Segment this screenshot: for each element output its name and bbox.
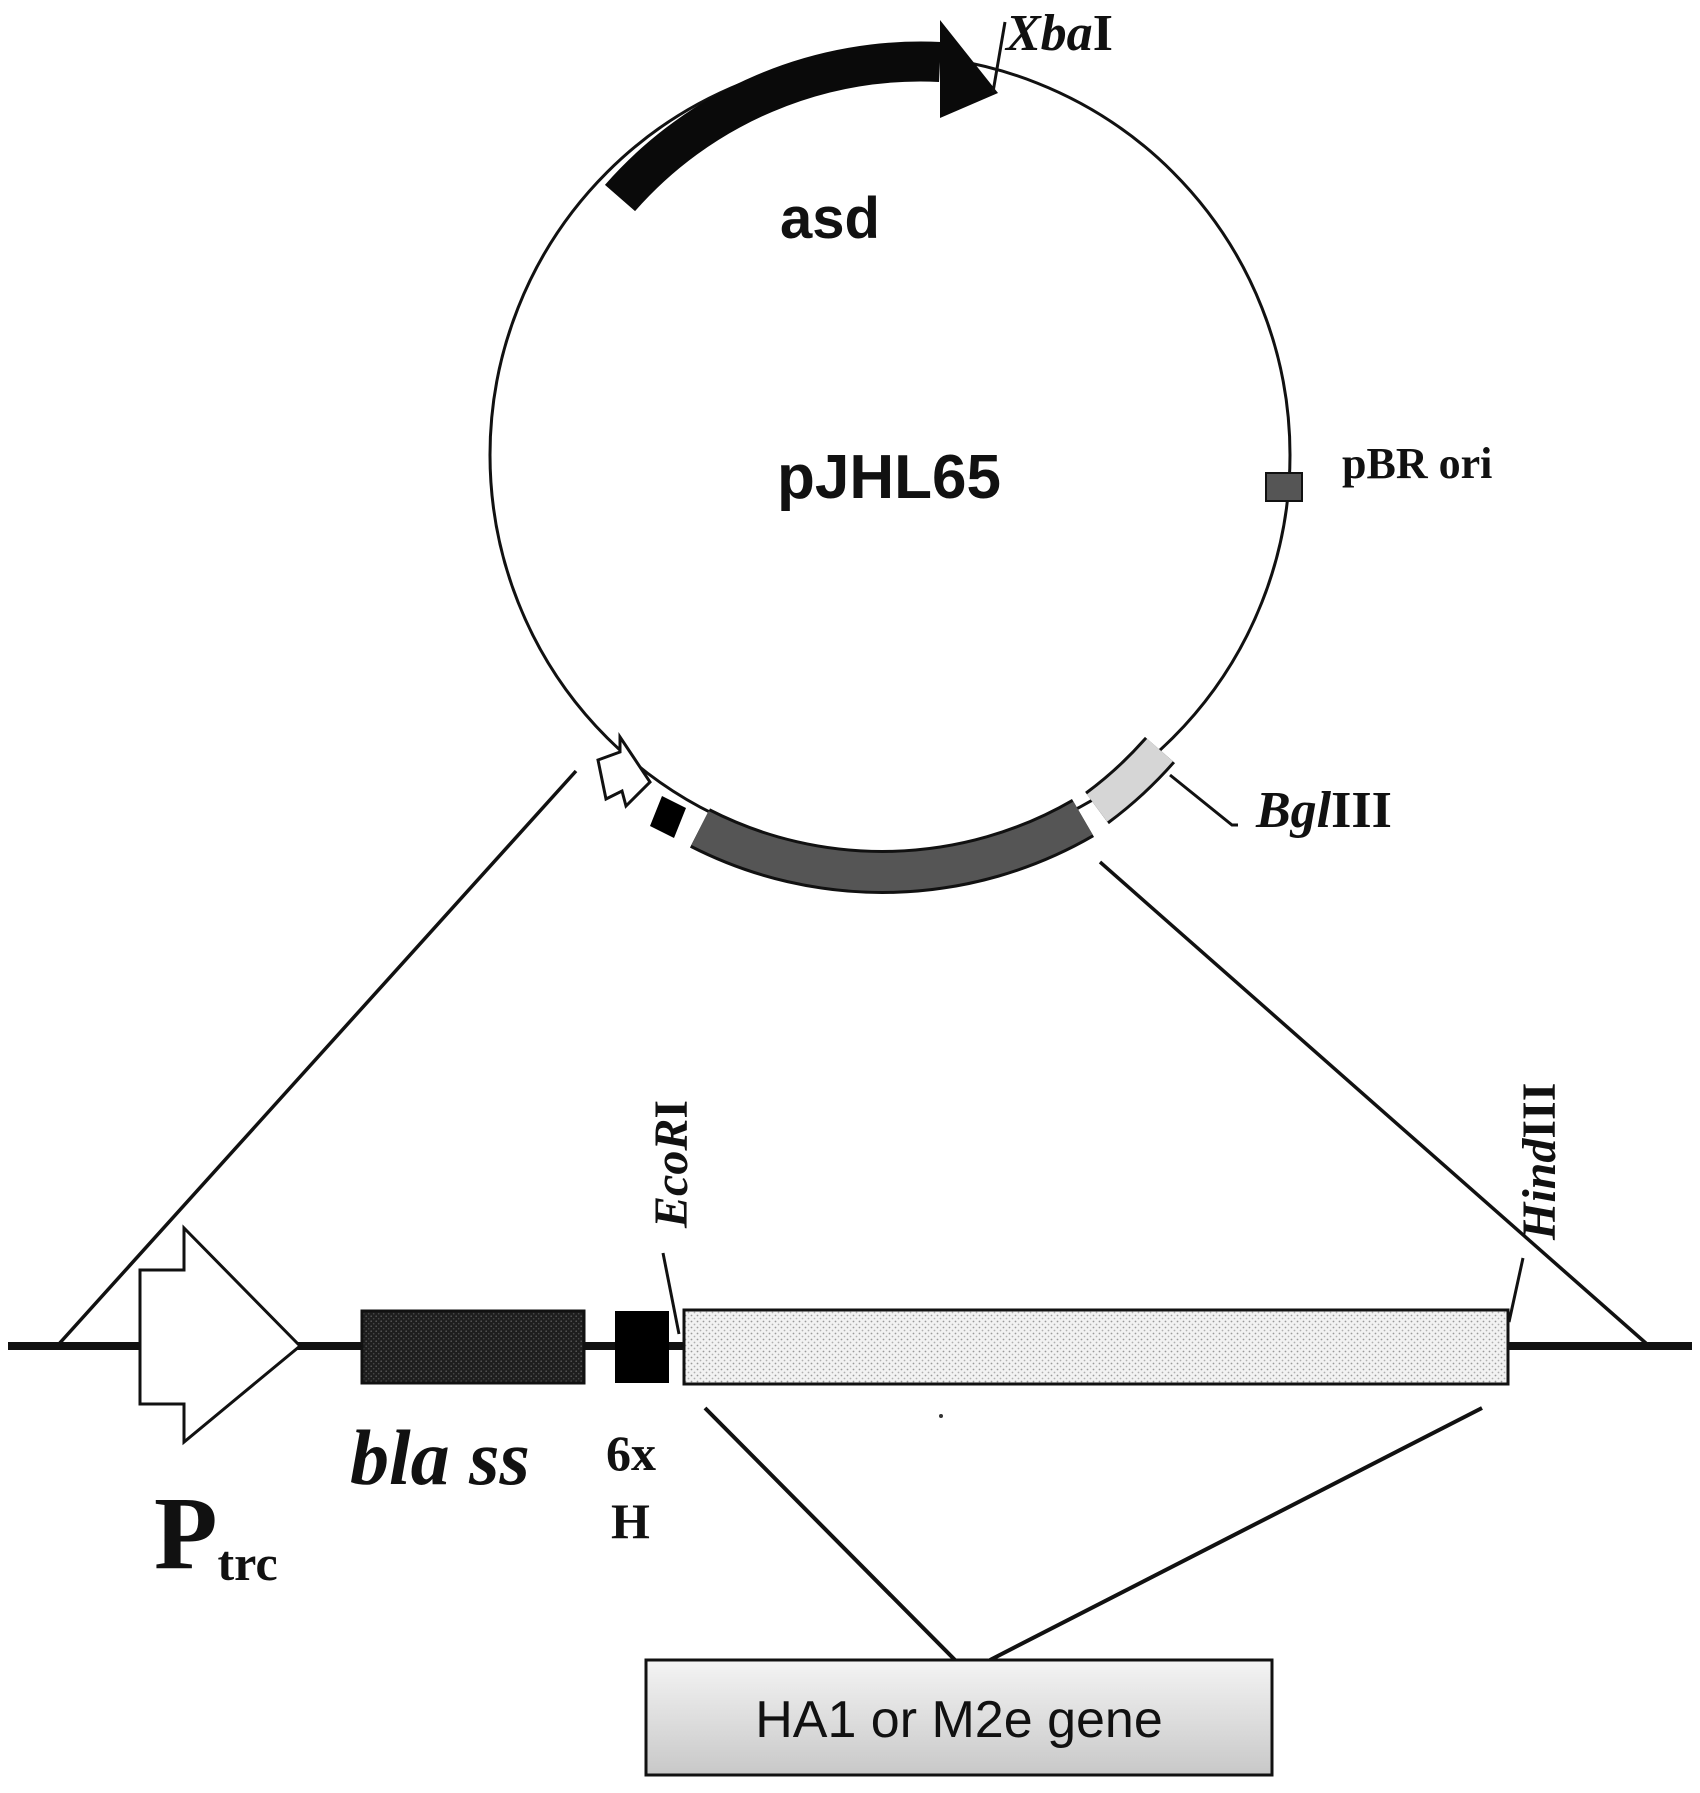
asd-label: asd (780, 186, 880, 251)
bla-ss-block (360, 1309, 586, 1385)
xbai-label-italic: Xba (1004, 5, 1093, 62)
asd-arrowhead (940, 20, 998, 118)
ecori-label-roman: I (645, 1100, 698, 1119)
gene-label-box (644, 1658, 1274, 1777)
plasmid-his-tag-block (650, 796, 686, 838)
ptrc-label-sub: trc (218, 1535, 278, 1591)
pbr-ori-block (1265, 472, 1303, 502)
six-his-label-line2: H (611, 1493, 650, 1549)
xbai-site-tick (991, 21, 1007, 93)
ecori-site-tick (661, 1252, 681, 1335)
bla-ss-label: bla ss (350, 1414, 530, 1501)
plasmid-insert-arc (691, 801, 1093, 891)
insert-gene-block (682, 1308, 1510, 1386)
hindiii-site-tick (1507, 1257, 1525, 1323)
gene-funnel-right (989, 1406, 1483, 1662)
gene-funnel-left (703, 1406, 957, 1662)
stray-dot (939, 1414, 943, 1418)
ptrc-label: Ptrc (154, 1476, 278, 1591)
expansion-line-left (56, 769, 578, 1347)
xbai-label-roman: I (1093, 5, 1113, 62)
xbai-label: XbaI (1004, 5, 1113, 62)
ecori-label-italic: EcoR (645, 1119, 698, 1229)
bglii-label-roman: III (1331, 782, 1392, 839)
expansion-line-right (1098, 860, 1650, 1347)
hindiii-label-italic: Hind (1513, 1138, 1566, 1241)
bglii-site-leader (1169, 773, 1238, 827)
ecori-label: EcoRI (645, 1100, 698, 1229)
plasmid-promoter-arrow (596, 732, 652, 809)
gene-label-text: HA1 or M2e gene (755, 1691, 1163, 1749)
six-his-block (615, 1311, 669, 1383)
ptrc-label-main: P (154, 1476, 218, 1591)
asd-gene-arrow (604, 41, 941, 212)
bglii-label: BglIII (1255, 782, 1392, 839)
six-his-label-line1: 6x (606, 1425, 656, 1481)
plasmid-light-block (1086, 738, 1173, 822)
pbr-ori-label: pBR ori (1342, 439, 1492, 488)
plasmid-name: pJHL65 (777, 443, 1001, 512)
bglii-label-italic: Bgl (1255, 782, 1332, 839)
ptrc-promoter-arrow (138, 1224, 303, 1446)
hindiii-label: HindIII (1513, 1083, 1566, 1241)
hindiii-label-roman: III (1513, 1083, 1566, 1139)
